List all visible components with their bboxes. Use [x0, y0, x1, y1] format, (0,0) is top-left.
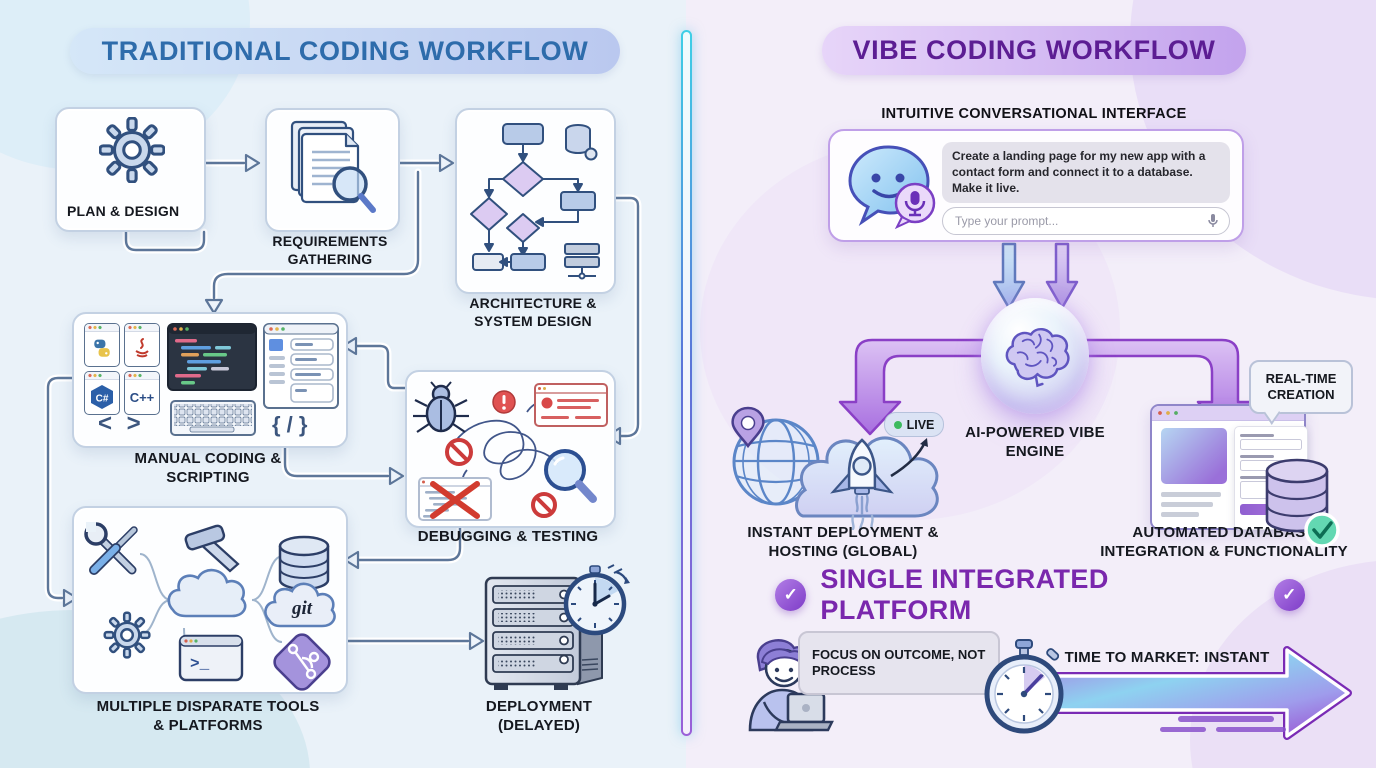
svg-text:>_: >_ — [190, 655, 210, 673]
outcome-bubble-label: FOCUS ON OUTCOME, NOT PROCESS — [812, 646, 986, 678]
deployment-label: DEPLOYMENT (DELAYED) — [485, 698, 593, 735]
java-icon — [124, 323, 160, 367]
svg-text:git: git — [291, 598, 313, 619]
conversational-interface-heading: INTUITIVE CONVERSATIONAL INTERFACE — [881, 106, 1187, 122]
manual-coding-box: C# C++ — [72, 312, 348, 448]
right-workflow-title: VIBE CODING WORKFLOW — [822, 26, 1246, 75]
text-line — [1161, 502, 1213, 507]
live-badge: LIVE — [884, 412, 944, 437]
svg-text:C#: C# — [96, 394, 109, 405]
architecture-box — [455, 108, 616, 294]
chat-card: Create a landing page for my new app wit… — [828, 129, 1244, 242]
csharp-icon: C# — [84, 371, 120, 415]
terminal-icon: >_ — [178, 634, 244, 682]
requirements-label: REQUIREMENTS GATHERING — [272, 233, 388, 267]
left-workflow-title: TRADITIONAL CODING WORKFLOW — [70, 28, 620, 74]
brain-icon — [1005, 328, 1070, 388]
prompt-input[interactable] — [953, 213, 1201, 229]
text-line — [1161, 512, 1199, 517]
magnifier-icon — [544, 449, 597, 503]
failed-window-icon — [418, 477, 492, 521]
tools-box: git >_ — [72, 506, 348, 694]
mic-icon — [894, 182, 936, 230]
plan-design-label: PLAN & DESIGN — [67, 203, 180, 220]
form-field[interactable] — [1240, 439, 1302, 450]
instant-deploy-label: INSTANT DEPLOYMENT & HOSTING (GLOBAL) — [747, 524, 939, 561]
database-icon — [278, 535, 330, 591]
error-alert-icon — [492, 390, 516, 414]
documents-magnifier-icon — [290, 120, 376, 213]
automated-db-label: AUTOMATED DATABASE INTEGRATION & FUNCTIO… — [1100, 524, 1348, 561]
person-laptop-icon — [748, 639, 834, 732]
tools-label: MULTIPLE DISPARATE TOOLS & PLATFORMS — [96, 698, 320, 735]
prompt-input-row — [942, 207, 1230, 235]
stopwatch-icon — [984, 639, 1064, 734]
vibe-engine-sphere — [981, 298, 1089, 414]
angle-brackets-icon: < > — [98, 410, 145, 437]
section-divider — [681, 30, 692, 736]
error-window-icon — [534, 383, 608, 427]
vibe-engine-label: AI-POWERED VIBE ENGINE — [965, 424, 1105, 461]
panel-window-icon — [263, 323, 339, 409]
platform-banner-text: SINGLE INTEGRATED PLATFORM — [820, 564, 1109, 625]
flowchart-icon — [470, 123, 600, 280]
debugging-collage-icon — [413, 381, 608, 521]
live-label: LIVE — [906, 417, 935, 432]
hammer-icon — [184, 524, 240, 573]
gear-icon — [103, 611, 151, 659]
check-circle-icon: ✓ — [775, 579, 807, 611]
tools-collage-icon: git >_ — [84, 522, 336, 691]
keyboard-icon — [170, 400, 256, 436]
database-check-icon — [1265, 458, 1340, 548]
field-label — [1240, 476, 1275, 479]
field-label — [1240, 434, 1275, 437]
check-glyph: ✓ — [783, 585, 798, 604]
debugging-label: DEBUGGING & TESTING — [417, 528, 599, 545]
cloud-icon — [167, 568, 247, 618]
check-glyph: ✓ — [1282, 585, 1297, 604]
check-circle-icon: ✓ — [1273, 579, 1305, 611]
clock-icon — [563, 564, 630, 636]
live-dot-icon — [893, 420, 902, 429]
text-line — [1161, 492, 1221, 497]
python-icon — [84, 323, 120, 367]
architecture-label: ARCHITECTURE & SYSTEM DESIGN — [469, 295, 597, 329]
mic-input-icon[interactable] — [1207, 213, 1219, 229]
server-rack-icon — [484, 564, 630, 690]
wrench-screwdriver-icon — [84, 522, 138, 575]
manual-coding-label: MANUAL CODING & SCRIPTING — [134, 450, 282, 487]
chat-message: Create a landing page for my new app wit… — [942, 142, 1230, 204]
no-entry-icon — [445, 438, 557, 518]
cpp-icon: C++ — [124, 371, 160, 415]
cpp-label: C++ — [129, 389, 155, 405]
hero-image — [1161, 428, 1227, 484]
code-editor-icon — [167, 323, 257, 391]
field-label — [1240, 455, 1275, 458]
outcome-bubble: FOCUS ON OUTCOME, NOT PROCESS — [798, 631, 1000, 695]
realtime-creation-bubble: REAL-TIME CREATION — [1249, 360, 1353, 414]
code-braces-icon: { / } — [272, 412, 308, 437]
platform-banner: ✓ SINGLE INTEGRATED PLATFORM ✓ — [775, 564, 1305, 625]
chat-smiley-icon — [848, 145, 936, 230]
time-to-market-label: TIME TO MARKET: INSTANT — [1064, 649, 1270, 666]
requirements-box — [265, 108, 400, 232]
realtime-creation-label: REAL-TIME CREATION — [1265, 370, 1337, 402]
gear-icon — [99, 117, 165, 183]
plan-design-box: PLAN & DESIGN — [55, 107, 206, 232]
debugging-box — [405, 370, 616, 528]
bug-icon — [413, 381, 469, 433]
git-cloud-icon: git — [264, 582, 336, 628]
git-branch-icon — [273, 633, 331, 691]
